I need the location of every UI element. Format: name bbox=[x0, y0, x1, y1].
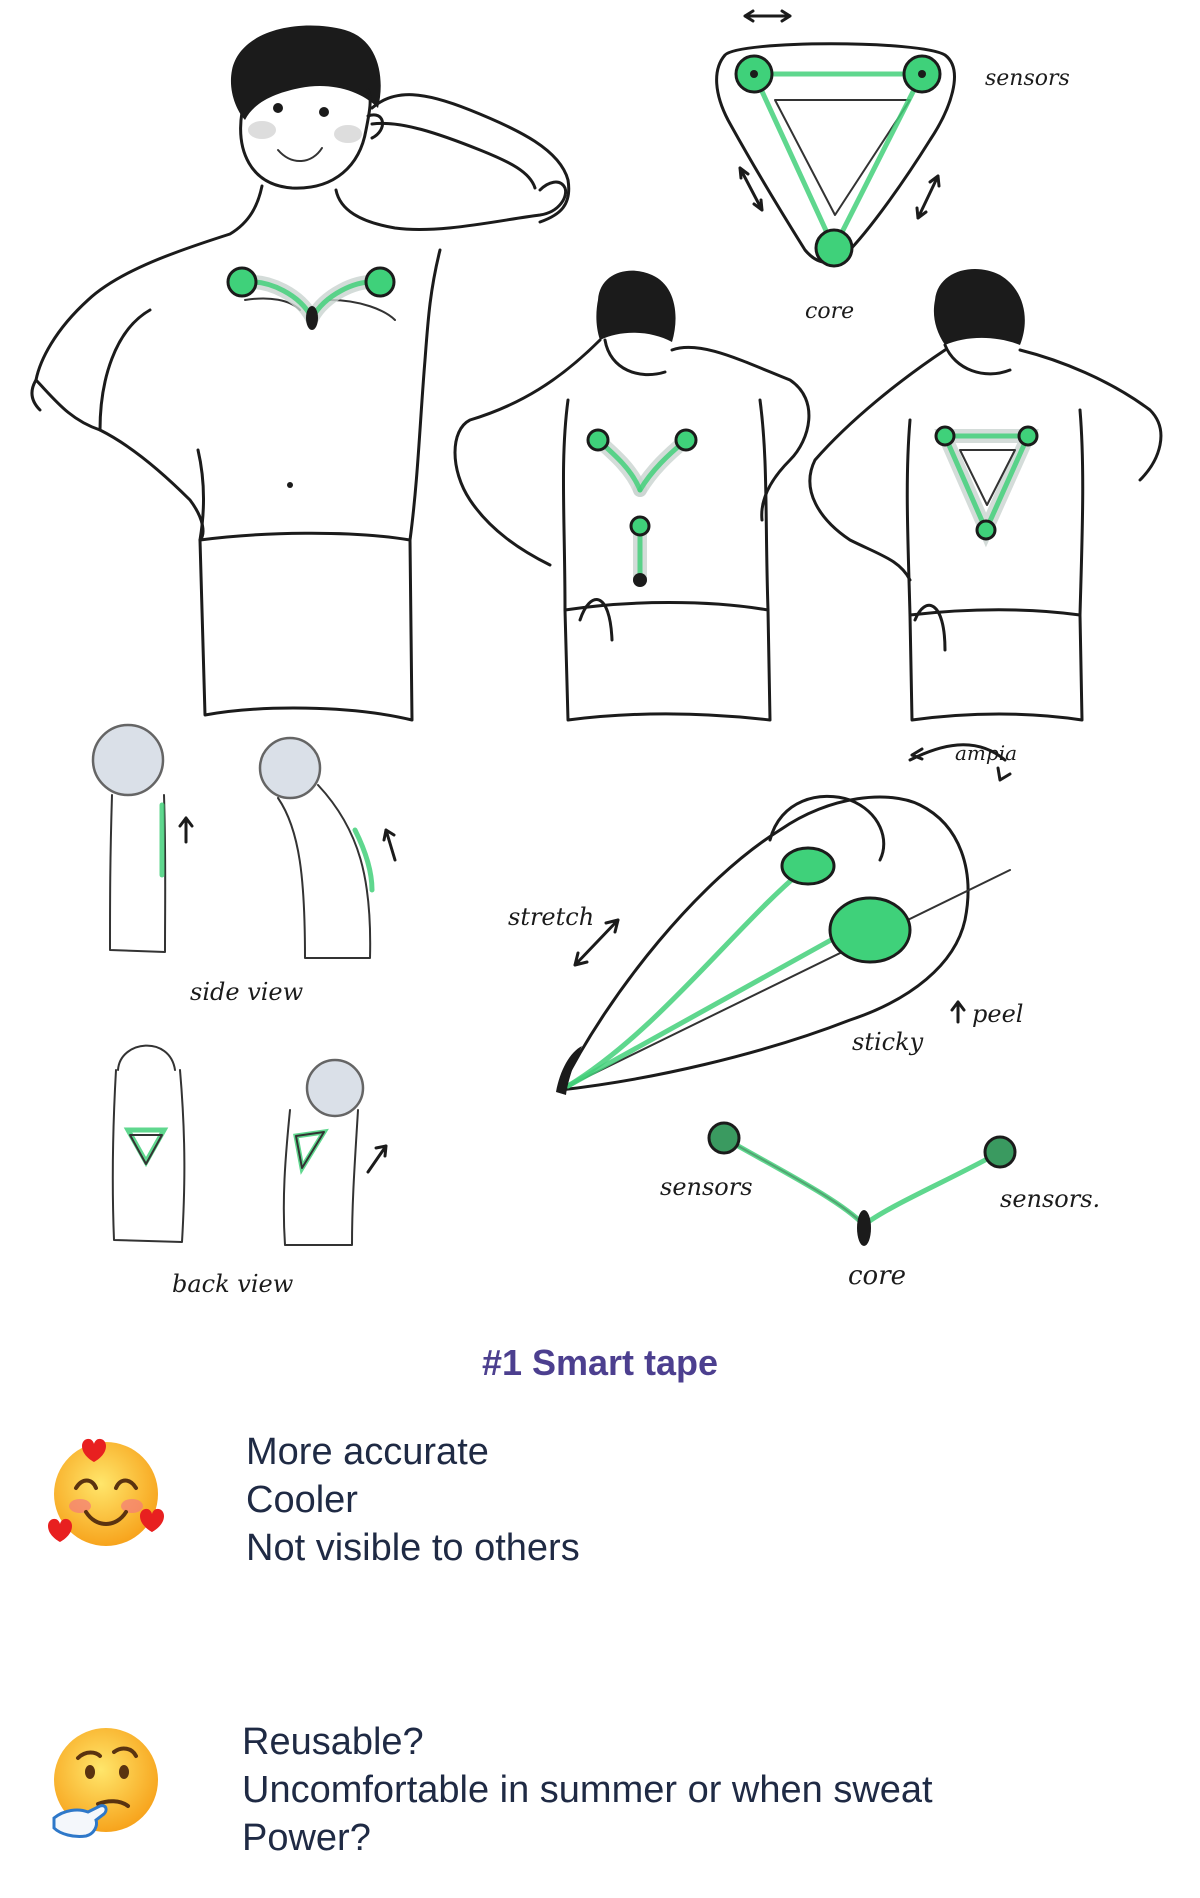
triangle-diagram: sensors core bbox=[717, 11, 1070, 324]
back-view-label: back view bbox=[172, 1270, 294, 1298]
stretch-label: stretch bbox=[508, 903, 594, 931]
peel-label: peel bbox=[972, 1000, 1023, 1028]
tape-closeup: ampia stretch sticky peel bbox=[508, 741, 1023, 1095]
cons-list: Reusable? Uncomfortable in summer or whe… bbox=[242, 1718, 933, 1862]
sensors-label-right: sensors. bbox=[1000, 1185, 1100, 1213]
ampia-label: ampia bbox=[955, 741, 1017, 765]
pros-item-1: More accurate bbox=[246, 1428, 580, 1476]
front-view-figure bbox=[32, 26, 569, 720]
sticky-label: sticky bbox=[852, 1028, 924, 1056]
core-label-top: core bbox=[805, 299, 854, 324]
concept-title: #1 Smart tape bbox=[0, 1342, 1200, 1384]
pros-list: More accurate Cooler Not visible to othe… bbox=[246, 1428, 580, 1572]
back-view-figure-y-tape bbox=[455, 271, 809, 720]
thinking-face-icon bbox=[44, 1722, 164, 1842]
cons-item-3: Power? bbox=[242, 1814, 933, 1862]
cons-item-1: Reusable? bbox=[242, 1718, 933, 1766]
side-view-label: side view bbox=[190, 978, 304, 1006]
cons-item-2: Uncomfortable in summer or when sweat bbox=[242, 1766, 933, 1814]
back-view-figure-triangle-tape bbox=[810, 269, 1161, 720]
sensors-label-left: sensors bbox=[660, 1173, 753, 1201]
y-tape-diagram: sensors sensors. core bbox=[660, 1123, 1100, 1291]
smart-tape-sketch: sensors core bbox=[0, 0, 1200, 1310]
back-view-sketches: back view bbox=[113, 1046, 386, 1298]
side-view-sketches: side view bbox=[93, 725, 395, 1006]
pros-item-2: Cooler bbox=[246, 1476, 580, 1524]
pros-item-3: Not visible to others bbox=[246, 1524, 580, 1572]
core-label-bottom: core bbox=[848, 1261, 906, 1291]
sensors-label-top: sensors bbox=[985, 66, 1070, 91]
smiling-face-with-hearts-icon bbox=[46, 1432, 166, 1552]
